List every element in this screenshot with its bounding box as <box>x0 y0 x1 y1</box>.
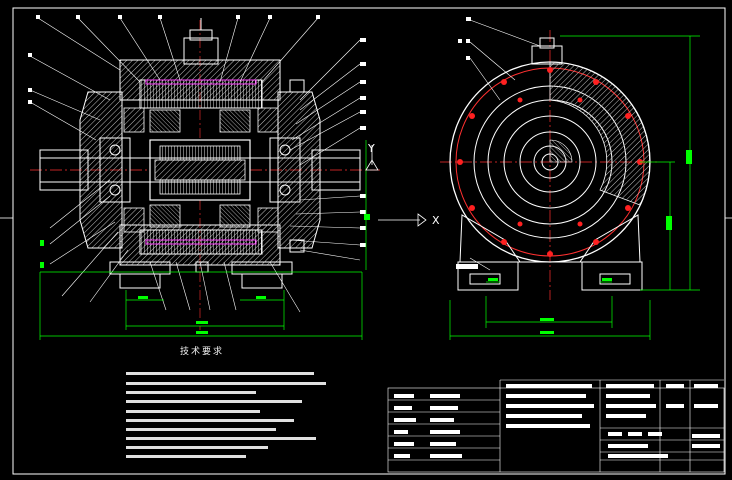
balloon-markers-left <box>28 15 366 247</box>
axis-y-mark: Y <box>367 142 375 155</box>
technical-notes <box>126 372 326 458</box>
leader-lines-left <box>29 17 361 313</box>
balloon-markers-right <box>456 17 478 269</box>
title-block-text <box>394 384 720 458</box>
dimension-values-right <box>488 150 692 334</box>
axis-markers: Y X <box>365 142 440 227</box>
section-view <box>30 18 380 330</box>
dimension-lines-left <box>39 140 367 340</box>
title-block <box>387 379 725 473</box>
dimension-values-left <box>40 214 370 334</box>
leader-lines-right <box>469 19 541 271</box>
axis-x-mark: X <box>432 214 440 227</box>
notes-title: 技术要求 <box>180 347 225 357</box>
drawing-frame <box>0 7 732 475</box>
